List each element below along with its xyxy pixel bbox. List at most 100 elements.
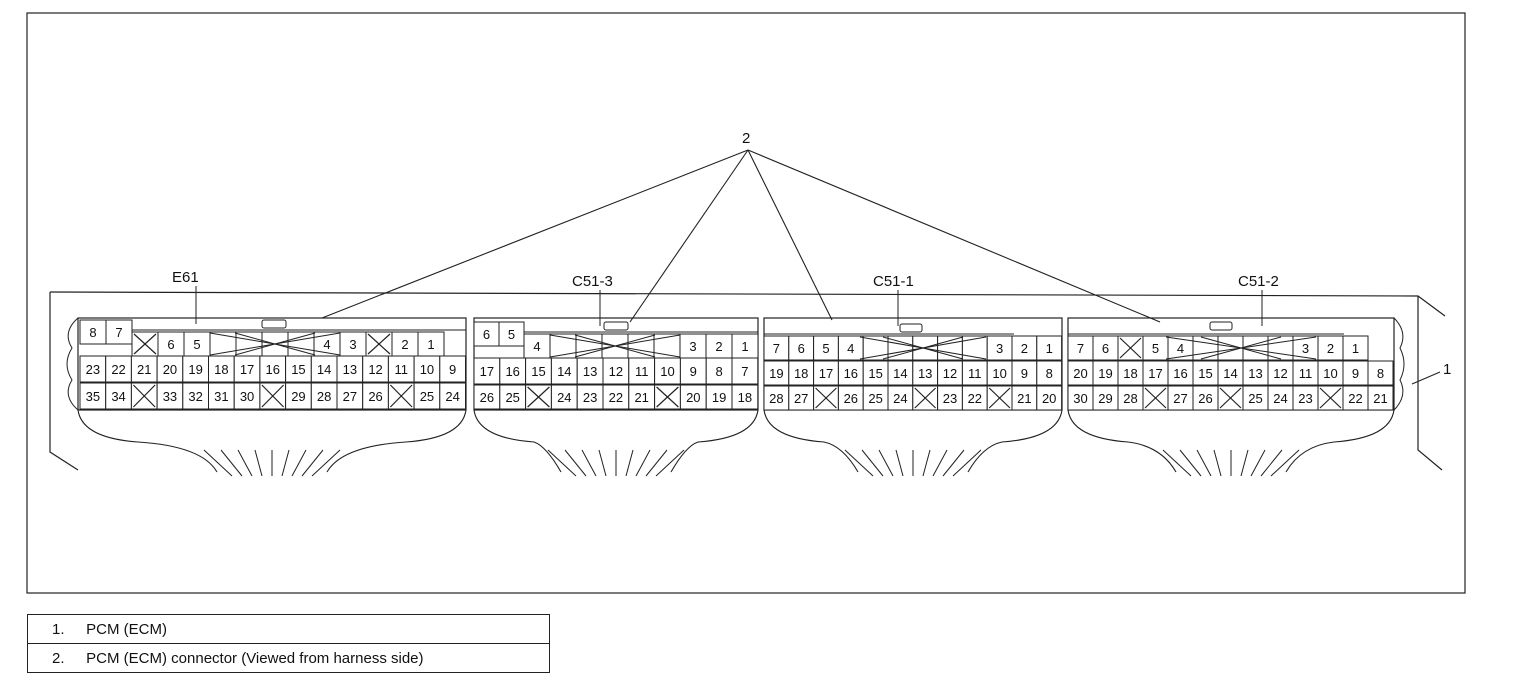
c51-1-pin-number: 26 xyxy=(844,391,858,406)
e61-pin-number: 33 xyxy=(163,389,177,404)
c51-1-pin-number: 2 xyxy=(1021,341,1028,356)
c51-2-pin-cell xyxy=(1242,335,1269,361)
c51-1-pin-cell xyxy=(1036,385,1063,411)
c51-1-pin-number: 3 xyxy=(996,341,1003,356)
e61-pin-cell xyxy=(79,355,107,383)
harness-wire xyxy=(655,449,685,477)
c51-1-pin-number: 6 xyxy=(798,341,805,356)
e61-pin-number: 10 xyxy=(420,362,434,377)
c51-3-pin-number: 1 xyxy=(741,339,748,354)
callout-2-leaders xyxy=(321,149,1161,323)
callout-1-label: 1 xyxy=(1443,361,1451,378)
connector-label-c51-2: C51-2 xyxy=(1238,273,1279,290)
harness-wire xyxy=(932,449,948,477)
c51-3-pin-number: 25 xyxy=(505,390,519,405)
keyway-line xyxy=(882,336,964,360)
c51-1-pin-number: 9 xyxy=(1021,366,1028,381)
c51-3-pin-cell xyxy=(627,333,655,359)
c51-1-pin-cell xyxy=(1011,385,1038,411)
harness-outline xyxy=(473,409,562,473)
c51-1-pin-number: 15 xyxy=(868,366,882,381)
keyway-line xyxy=(574,334,656,358)
harness-wire xyxy=(1179,449,1202,477)
harness-wire xyxy=(1240,449,1249,477)
harness-wire xyxy=(254,449,263,477)
c51-2-pin-cell xyxy=(1242,385,1269,411)
harness-wire xyxy=(598,449,607,477)
e61-pin-number: 34 xyxy=(111,389,125,404)
e61-pin-number: 13 xyxy=(343,362,357,377)
c51-3-pin-cell xyxy=(523,333,551,359)
e61-pin-number: 29 xyxy=(291,389,305,404)
legend-number: 1. xyxy=(52,620,65,638)
e61-pin-cell xyxy=(182,355,210,383)
c51-3-pin-cell xyxy=(654,357,681,385)
e61-pin-number: 6 xyxy=(167,337,174,352)
legend-cell: 2. PCM (ECM) connector (Viewed from harn… xyxy=(27,643,550,673)
c51-1-pin-cell xyxy=(813,360,839,386)
c51-3-pin-number: 24 xyxy=(557,390,571,405)
e61-pin-number: 24 xyxy=(445,389,459,404)
c51-1-pin-cell xyxy=(837,385,864,411)
c51-1-pin-blank-cross xyxy=(988,387,1011,409)
e61-pin-number: 23 xyxy=(86,362,100,377)
e61-pin-number: 21 xyxy=(137,362,151,377)
c51-2-pin-cell xyxy=(1367,360,1394,386)
c51-3-pin-number: 12 xyxy=(609,364,623,379)
e61-pin-cell xyxy=(387,355,415,383)
connector-c51-2-side xyxy=(1393,317,1405,411)
e61-pin-number: 30 xyxy=(240,389,254,404)
c51-2-pin-number: 23 xyxy=(1298,391,1312,406)
harness-outline xyxy=(1285,409,1395,473)
c51-3-pin-number: 8 xyxy=(715,364,722,379)
c51-1-pin-number: 8 xyxy=(1046,366,1053,381)
c51-1-pin-cell xyxy=(837,335,864,361)
c51-1-pin-cell xyxy=(813,335,839,361)
e61-pin-cell xyxy=(183,331,211,357)
c51-2-pin-number: 21 xyxy=(1373,391,1387,406)
legend-text: PCM (ECM) xyxy=(86,620,167,638)
e61-pin-cell xyxy=(156,355,184,383)
e61-pin-number: 11 xyxy=(395,362,409,377)
c51-1-pin-number: 1 xyxy=(1046,341,1053,356)
c51-1-pin-number: 14 xyxy=(893,366,907,381)
harness-wire xyxy=(281,449,290,477)
harness-wire xyxy=(635,449,651,477)
e61-pin-number: 12 xyxy=(368,362,382,377)
c51-3-pin-cell xyxy=(575,333,603,359)
c51-3-pin-cell xyxy=(705,357,733,385)
e61-pin-cell xyxy=(417,331,445,357)
e61-pin-number: 14 xyxy=(317,362,331,377)
e61-pin-number: 19 xyxy=(188,362,202,377)
legend-row: 2. PCM (ECM) connector (Viewed from harn… xyxy=(27,643,550,673)
e61-pin-number: 16 xyxy=(266,362,280,377)
harness-wire xyxy=(237,449,253,477)
e61-pin-number: 7 xyxy=(115,325,122,340)
harness-wire xyxy=(564,449,587,477)
e61-pin-number: 2 xyxy=(401,337,408,352)
c51-1-pin-cell xyxy=(862,360,889,386)
c51-3-pin-cell xyxy=(525,357,552,385)
c51-3-pin-number: 5 xyxy=(508,327,515,342)
c51-1-pin-number: 25 xyxy=(868,391,882,406)
c51-3-pin-cell xyxy=(498,321,525,347)
c51-2-pin-cell xyxy=(1142,335,1169,361)
connector-label-e61: E61 xyxy=(172,269,199,286)
c51-2-pin-number: 1 xyxy=(1352,341,1359,356)
c51-2-pin-cell xyxy=(1092,385,1119,411)
e61-pin-cell xyxy=(413,355,441,383)
c51-3-pin-cell xyxy=(679,357,707,385)
c51-1-pin-cell xyxy=(1036,360,1063,386)
harness-wire xyxy=(1250,449,1266,477)
c51-2-pin-number: 18 xyxy=(1123,366,1137,381)
e61-pin-number: 31 xyxy=(214,389,228,404)
e61-pin-number: 4 xyxy=(323,337,330,352)
c51-1-pin-cell xyxy=(937,385,963,411)
c51-3-pin-cell xyxy=(602,384,630,410)
e61-pin-cell xyxy=(233,355,261,383)
c51-2-pin-cell xyxy=(1292,385,1319,411)
c51-1-pin-number: 16 xyxy=(844,366,858,381)
e61-pin-cell xyxy=(208,382,235,410)
c51-1-pin-cell xyxy=(1036,335,1063,361)
harness-wire xyxy=(1196,449,1212,477)
